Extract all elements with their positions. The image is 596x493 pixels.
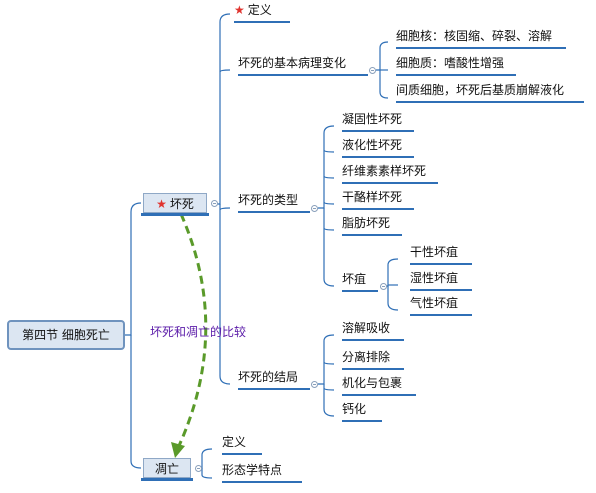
gangrene-wet[interactable]: 湿性坏疽 — [410, 271, 472, 291]
necrosis-collapse-toggle[interactable] — [211, 200, 218, 207]
root-node[interactable]: 第四节 细胞死亡 — [7, 320, 125, 350]
necrosis-node[interactable]: ★坏死 — [143, 193, 207, 213]
relation-arrowhead — [171, 442, 185, 458]
apoptosis-collapse-toggle[interactable] — [195, 465, 202, 472]
type-liquefactive[interactable]: 液化性坏死 — [342, 138, 414, 158]
type-gangrene[interactable]: 坏疽 — [342, 272, 378, 292]
red-star-icon: ★ — [156, 197, 167, 211]
relation-label[interactable]: 坏死和凋亡的比较 — [150, 325, 247, 339]
outcome-organization[interactable]: 机化与包裹 — [342, 376, 416, 396]
type-fat[interactable]: 脂肪坏死 — [342, 216, 402, 236]
necrosis-label: 坏死 — [169, 197, 194, 211]
necrosis-definition[interactable]: ★定义 — [234, 3, 290, 23]
type-caseous[interactable]: 干酪样坏死 — [342, 190, 414, 210]
outcome-calcification[interactable]: 钙化 — [342, 402, 382, 422]
outcome-separation[interactable]: 分离排除 — [342, 350, 404, 370]
apoptosis-morphology[interactable]: 形态学特点 — [222, 463, 302, 483]
necrosis-underline — [141, 213, 209, 216]
types-collapse-toggle[interactable] — [311, 205, 318, 212]
pathology-item-stroma[interactable]: 间质细胞，坏死后基质崩解液化 — [396, 83, 584, 103]
pathology-item-nucleus[interactable]: 细胞核：核固缩、碎裂、溶解 — [396, 29, 566, 49]
necrosis-types[interactable]: 坏死的类型 — [238, 193, 310, 213]
apoptosis-definition[interactable]: 定义 — [222, 435, 262, 455]
gangrene-collapse-toggle[interactable] — [380, 283, 387, 290]
pathology-item-cytoplasm[interactable]: 细胞质：嗜酸性增强 — [396, 56, 516, 76]
apoptosis-underline — [141, 478, 193, 481]
necrosis-pathology[interactable]: 坏死的基本病理变化 — [238, 56, 368, 76]
type-coagulative[interactable]: 凝固性坏死 — [342, 112, 414, 132]
red-star-icon: ★ — [234, 3, 245, 17]
gangrene-gas[interactable]: 气性坏疽 — [410, 296, 472, 316]
gangrene-dry[interactable]: 干性坏疽 — [410, 245, 472, 265]
outcome-collapse-toggle[interactable] — [311, 381, 318, 388]
pathology-collapse-toggle[interactable] — [369, 67, 376, 74]
type-fibrinoid[interactable]: 纤维素素样坏死 — [342, 164, 438, 184]
apoptosis-node[interactable]: 凋亡 — [143, 458, 191, 478]
necrosis-outcome[interactable]: 坏死的结局 — [238, 370, 310, 390]
relation-arrow — [176, 213, 208, 449]
outcome-resorption[interactable]: 溶解吸收 — [342, 321, 404, 341]
